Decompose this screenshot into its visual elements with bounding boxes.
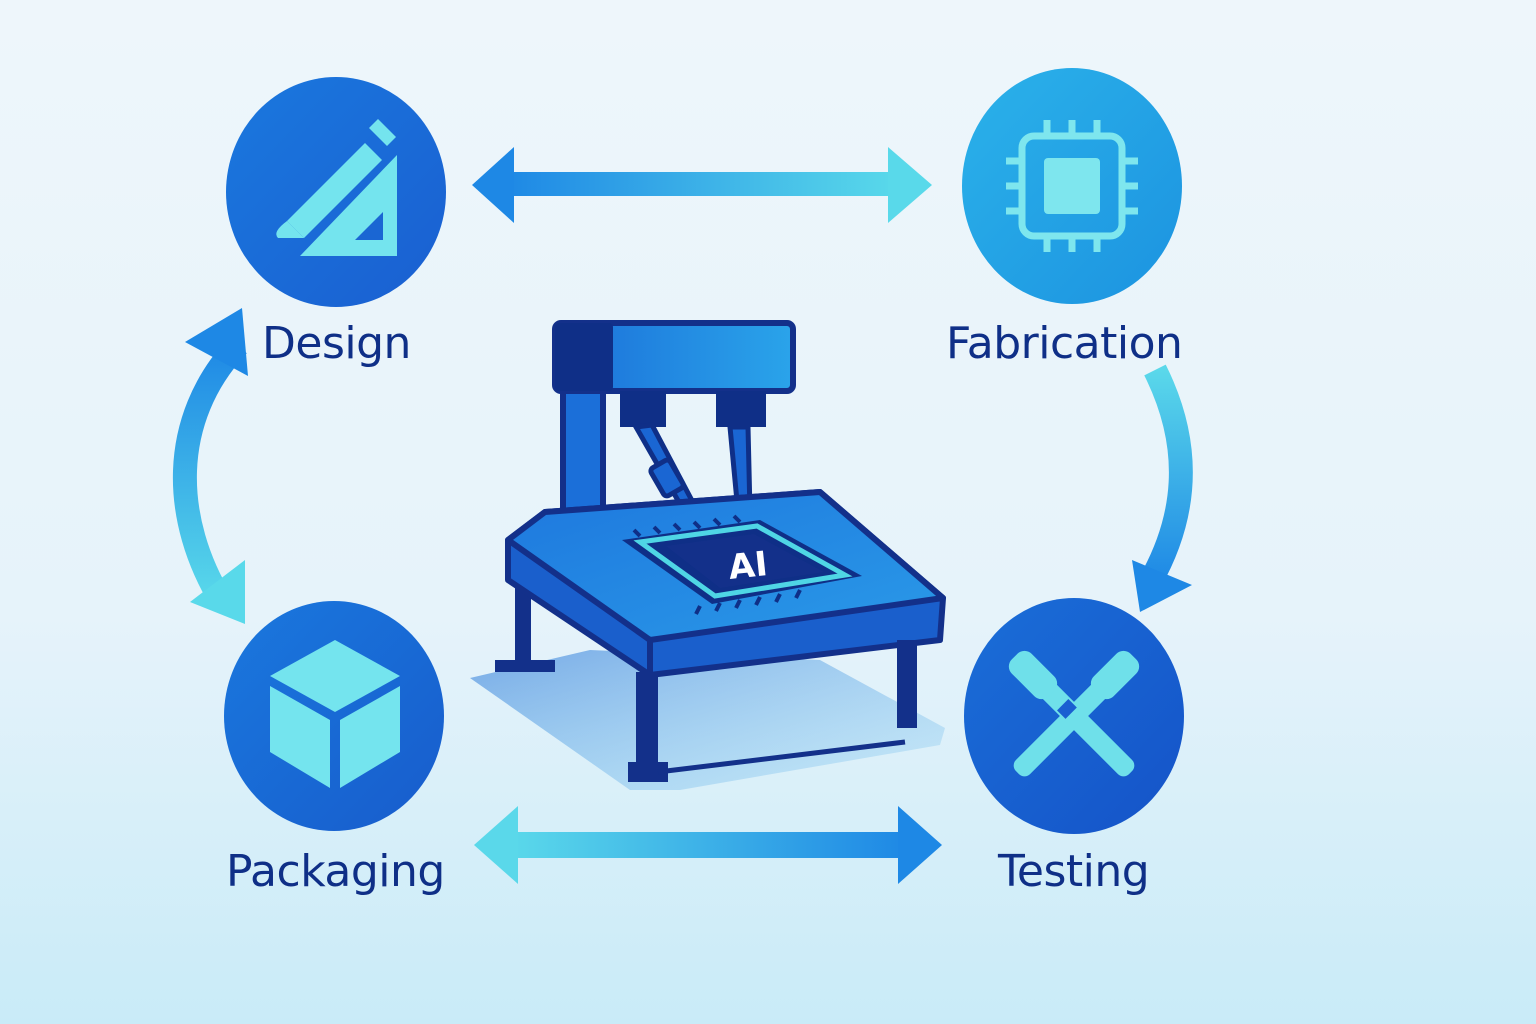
fabrication-node bbox=[962, 68, 1182, 304]
testing-node bbox=[964, 598, 1184, 834]
pencil-ruler-icon bbox=[276, 119, 397, 256]
chip-label: AI bbox=[727, 544, 770, 588]
crossed-tools-icon bbox=[1008, 650, 1140, 777]
tool-heads bbox=[620, 391, 766, 522]
fabrication-machine: AI bbox=[470, 320, 946, 790]
fabrication-label: Fabrication bbox=[946, 318, 1183, 369]
packaging-label: Packaging bbox=[226, 846, 445, 897]
chip-icon bbox=[1006, 120, 1138, 252]
table-shadow bbox=[470, 650, 945, 790]
arrow-packaging-testing bbox=[474, 806, 942, 884]
box-icon bbox=[270, 640, 400, 788]
packaging-node bbox=[224, 601, 444, 831]
ai-chip: AI bbox=[622, 514, 862, 615]
design-node bbox=[226, 77, 446, 307]
design-label: Design bbox=[262, 318, 411, 369]
testing-label: Testing bbox=[998, 846, 1150, 897]
arrow-fabrication-testing bbox=[1132, 364, 1193, 612]
arrow-design-fabrication bbox=[472, 147, 932, 223]
arrow-design-packaging bbox=[173, 308, 248, 624]
gantry-beam bbox=[552, 320, 796, 394]
